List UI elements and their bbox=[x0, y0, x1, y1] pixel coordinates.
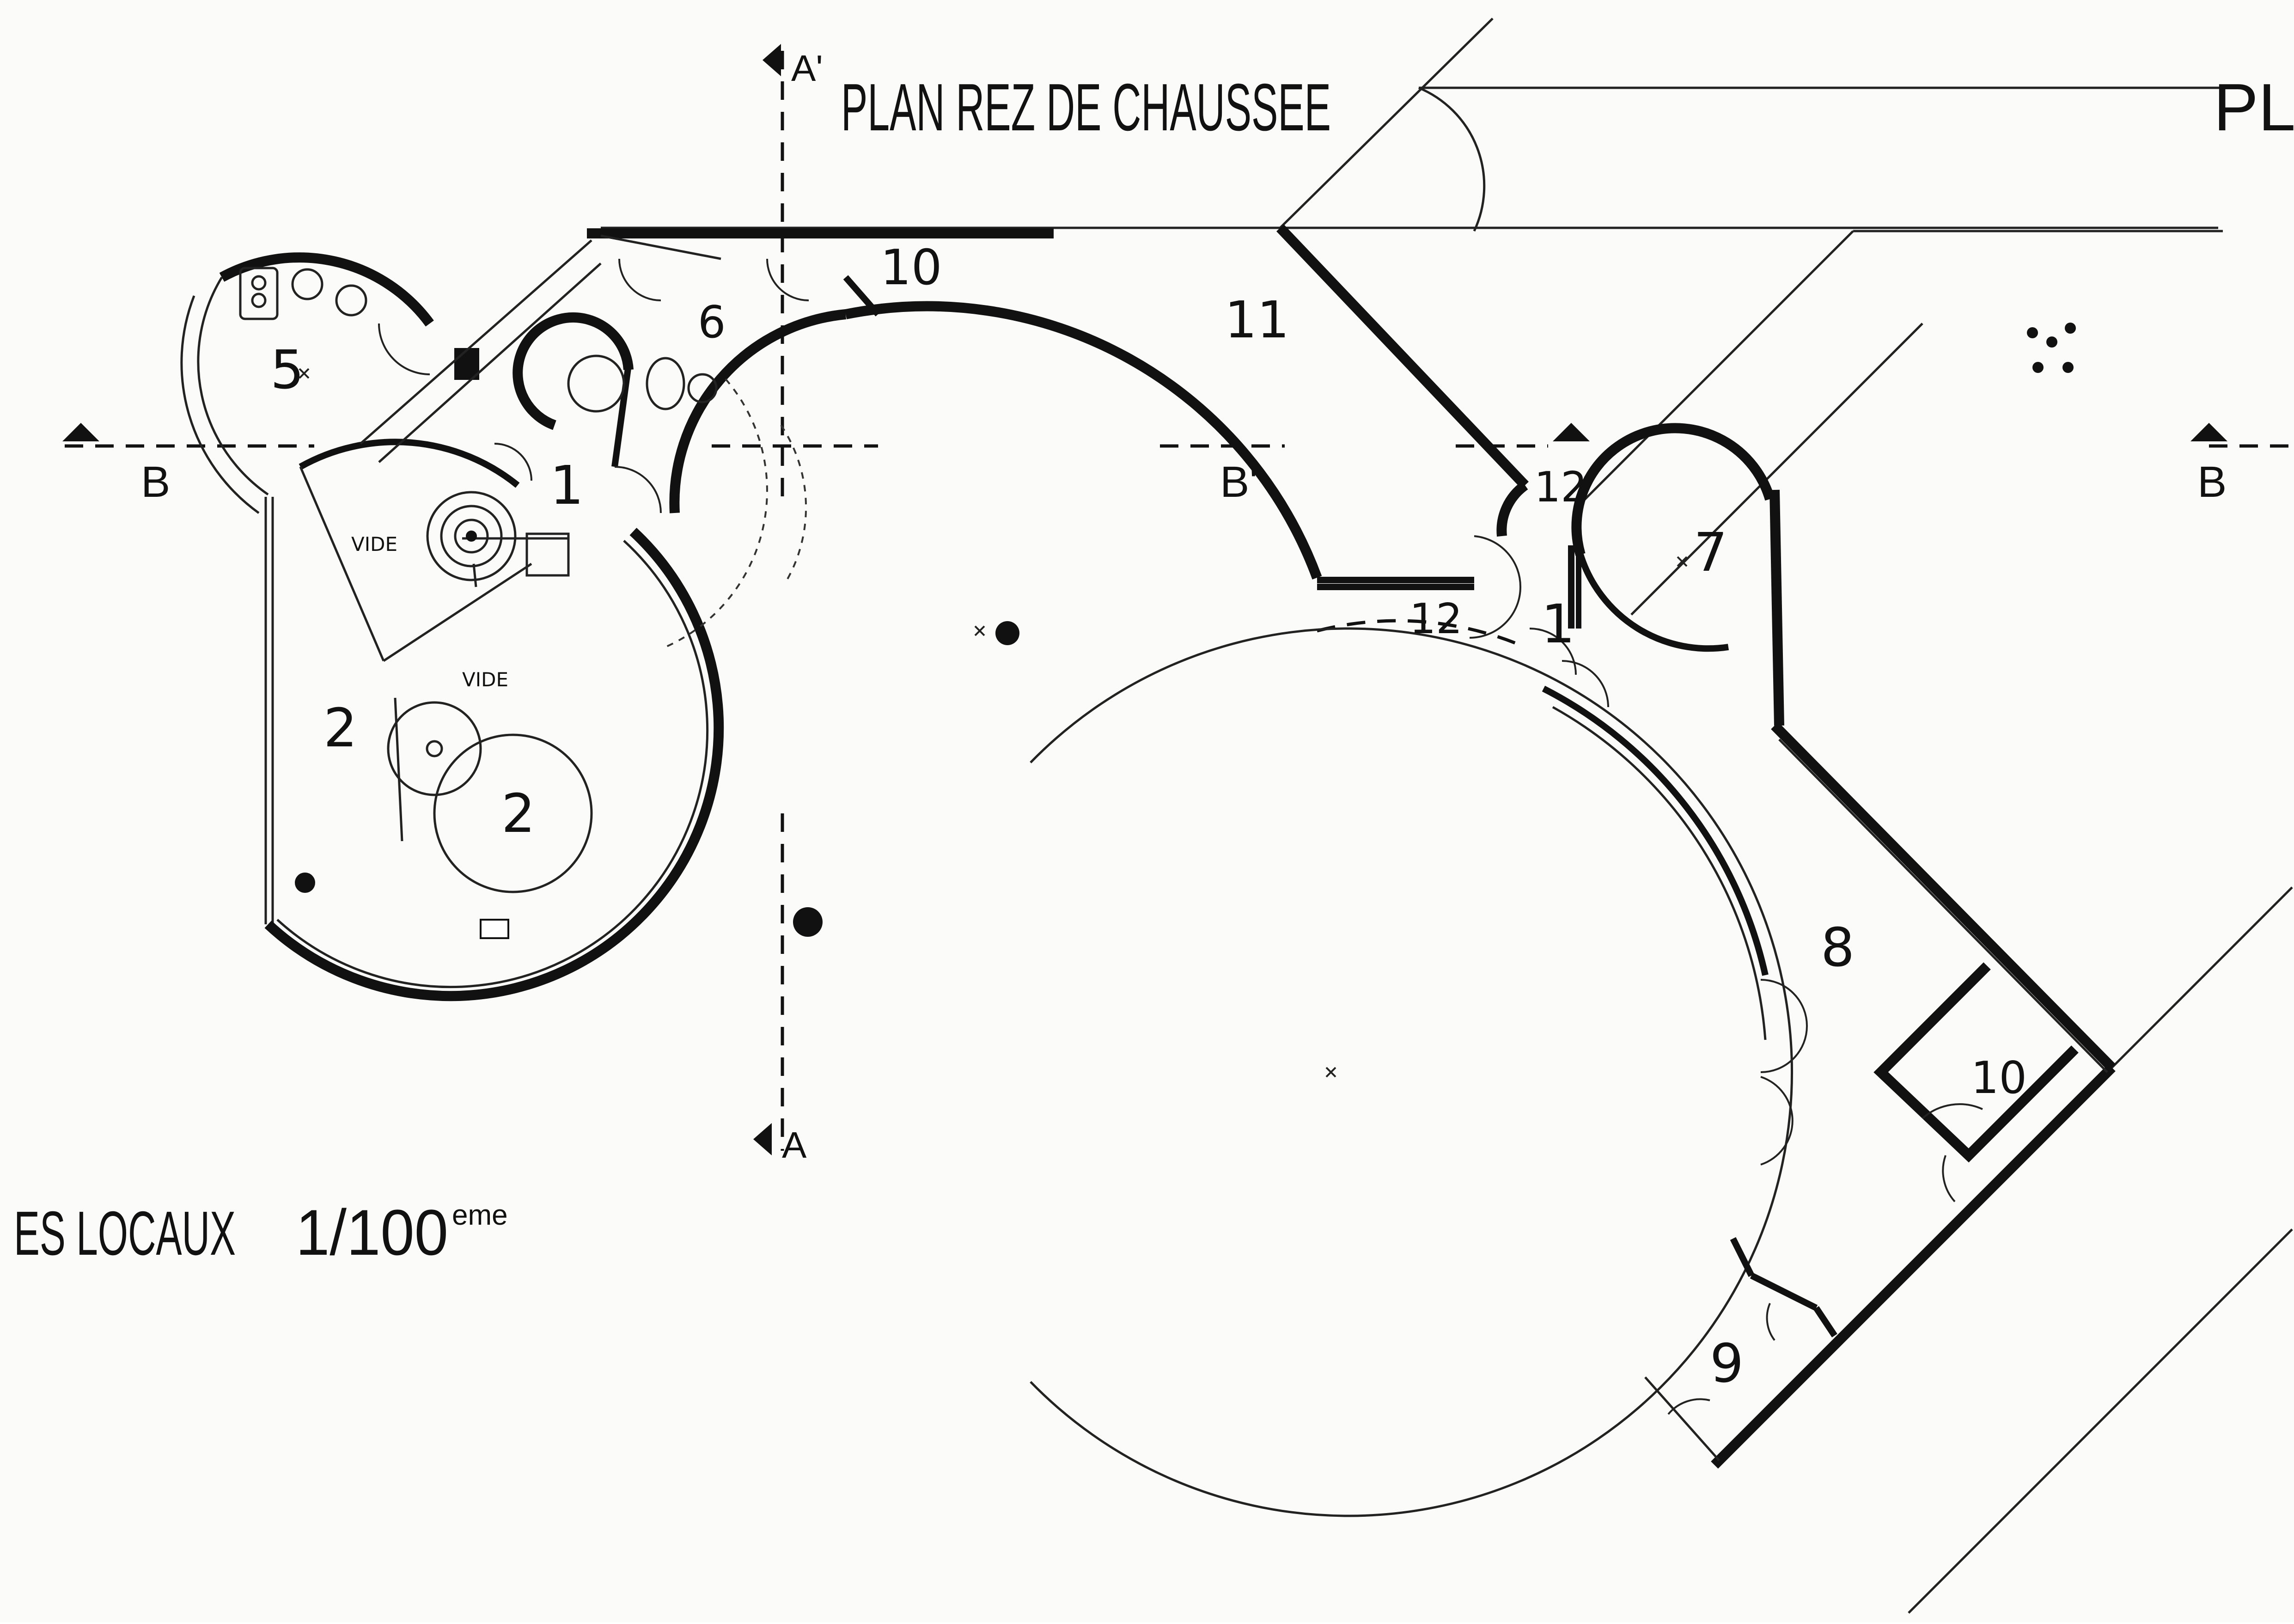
section-label-a-bottom: A bbox=[782, 1124, 807, 1166]
section-arrow-b-right bbox=[2190, 423, 2227, 441]
plan-title: PLAN REZ DE CHAUSSEE bbox=[841, 70, 1331, 145]
room-number-6: 6 bbox=[698, 297, 726, 348]
left-wing-walls bbox=[180, 239, 724, 1001]
room-number-9: 9 bbox=[1710, 1333, 1744, 1395]
vide-label-1: VIDE bbox=[351, 533, 397, 556]
room-number-7: 7 bbox=[1694, 522, 1727, 584]
cross-marks bbox=[299, 368, 1688, 1078]
section-arrow-a-top bbox=[763, 44, 781, 76]
room-number-5: 5 bbox=[270, 339, 304, 401]
room-number-12b: 12 bbox=[1409, 595, 1463, 643]
site-lines bbox=[601, 18, 2293, 1614]
room-number-10b: 10 bbox=[1971, 1053, 2027, 1104]
section-line-b bbox=[62, 423, 2292, 448]
markers bbox=[295, 323, 2076, 937]
room-number-1b: 1 bbox=[1541, 593, 1575, 655]
scale-value: 1/100 bbox=[296, 1196, 448, 1269]
room-number-11: 11 bbox=[1225, 290, 1289, 349]
section-line-a bbox=[753, 44, 784, 1155]
section-label-b-right: B bbox=[2197, 458, 2227, 507]
room-number-1a: 1 bbox=[550, 455, 584, 517]
right-wing-walls bbox=[1030, 224, 2116, 1517]
section-label-a-top: A' bbox=[791, 48, 823, 89]
room-number-12a: 12 bbox=[1534, 463, 1587, 512]
section-arrow-b-left bbox=[62, 423, 99, 441]
section-label-b-left: B bbox=[141, 458, 170, 507]
vide-label-2: VIDE bbox=[462, 668, 508, 691]
scale-superscript: eme bbox=[452, 1199, 508, 1231]
room-number-8: 8 bbox=[1821, 917, 1855, 979]
plan-title-cut: PLAN bbox=[2214, 70, 2294, 145]
section-arrow-b-mid bbox=[1553, 423, 1590, 441]
room-numbers: 1 1 2 2 5 6 7 8 9 10 10 11 12 12 bbox=[270, 239, 2027, 1395]
room-number-2b: 2 bbox=[501, 783, 535, 845]
room-number-10a: 10 bbox=[880, 239, 942, 296]
scale-label: ES LOCAUX bbox=[14, 1198, 236, 1268]
section-arrow-a-bottom bbox=[753, 1123, 772, 1155]
middle-walls bbox=[494, 228, 1322, 648]
room-number-2a: 2 bbox=[323, 697, 357, 759]
